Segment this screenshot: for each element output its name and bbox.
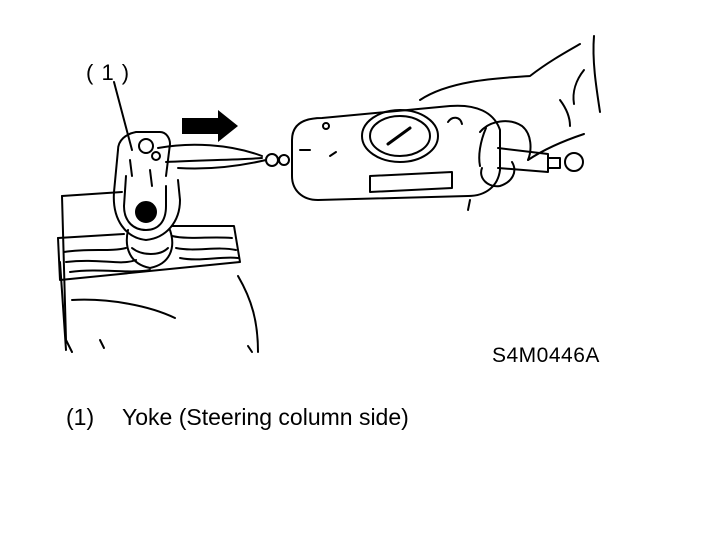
legend-text: Yoke (Steering column side) xyxy=(122,404,409,430)
support-block xyxy=(59,191,259,353)
hook-wire xyxy=(157,143,290,170)
figure-code: S4M0446A xyxy=(492,344,600,367)
legend-number: (1) xyxy=(66,404,95,430)
wood-jaws xyxy=(57,225,241,281)
yoke xyxy=(112,131,181,241)
shaft xyxy=(125,229,174,269)
spring-scale xyxy=(291,104,584,201)
hand xyxy=(419,35,601,211)
callout-number: ( 1 ) xyxy=(86,60,131,85)
callout-leader-line xyxy=(113,81,133,151)
pull-direction-arrow xyxy=(182,110,238,142)
legend: (1) Yoke (Steering column side) xyxy=(66,404,409,431)
